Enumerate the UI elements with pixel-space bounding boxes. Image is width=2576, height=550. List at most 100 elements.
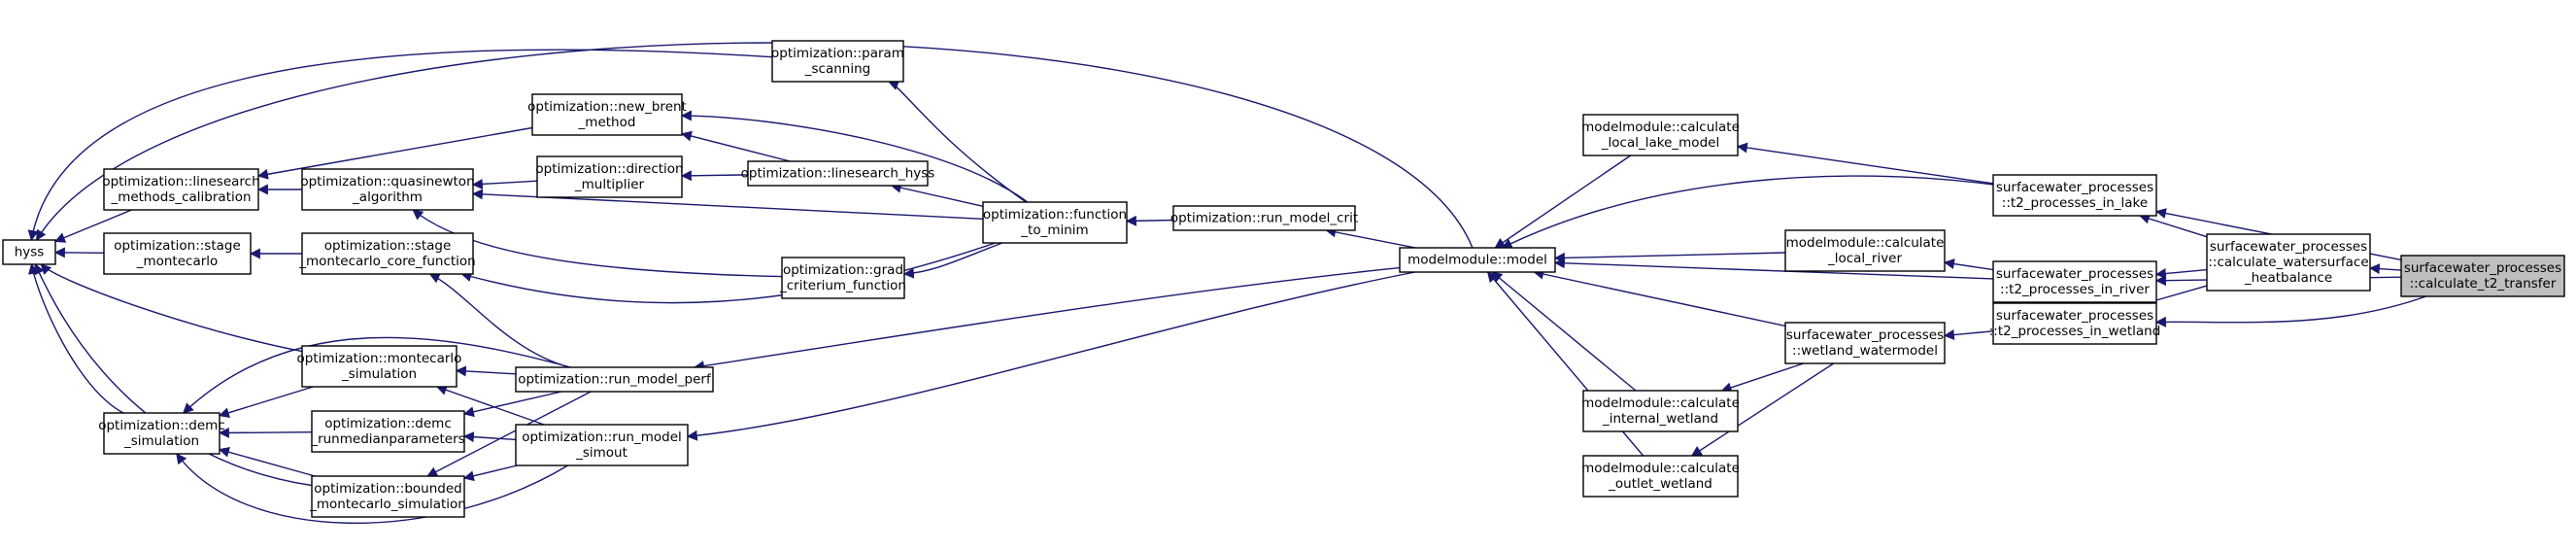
node-hyss[interactable]: hyss bbox=[2, 239, 56, 265]
node-t2_river[interactable]: surfacewater_processes::t2_processes_in_… bbox=[1992, 260, 2157, 303]
node-run_perf[interactable]: optimization::run_model_perf bbox=[515, 366, 714, 393]
edge-run_perf-to-demc_run bbox=[462, 391, 562, 418]
node-label: ::calculate_t2_transfer bbox=[2410, 276, 2557, 292]
node-box bbox=[515, 366, 714, 393]
node-label: _scanning bbox=[804, 61, 870, 77]
edge-model-to-run_perf bbox=[694, 266, 1401, 371]
edge-calc_int_wetland-to-model bbox=[1491, 271, 1637, 392]
node-label: _simout bbox=[575, 445, 627, 461]
edge-demc_sim-to-hyss bbox=[28, 262, 124, 414]
edge-wetland_wm-to-calc_int_wetland bbox=[1720, 362, 1805, 394]
node-box bbox=[747, 160, 929, 187]
node-demc_run[interactable]: optimization::demc_runmedianparameters bbox=[310, 410, 465, 453]
edge-t2_lake-to-model bbox=[1501, 175, 1994, 249]
node-label: _outlet_wetland bbox=[1608, 476, 1712, 492]
node-direction[interactable]: optimization::direction_multiplier bbox=[535, 155, 684, 198]
edge-new_brent-to-ls_calib bbox=[256, 126, 533, 180]
node-model[interactable]: modelmodule::model bbox=[1399, 247, 1556, 273]
node-label: _heatbalance bbox=[2244, 270, 2332, 286]
edge-t2_wetland-to-wetland_wm bbox=[1943, 329, 1994, 340]
edge-t2_river-to-calc_river bbox=[1943, 258, 1994, 271]
edge-run_simout-to-mc_sim bbox=[435, 385, 545, 426]
node-ls_hyss[interactable]: optimization::linesearch_hyss bbox=[741, 160, 935, 187]
node-run_crit[interactable]: optimization::run_model_crit bbox=[1170, 205, 1358, 231]
node-label: surfacewater_processes bbox=[1996, 180, 2153, 195]
node-heatbalance[interactable]: surfacewater_processes::calculate_waters… bbox=[2206, 233, 2371, 292]
node-label: _method bbox=[578, 115, 636, 130]
node-calc_river[interactable]: modelmodule::calculate_local_river bbox=[1784, 229, 1946, 272]
node-label: ::t2_processes_in_lake bbox=[2002, 195, 2148, 211]
node-quasinewton[interactable]: optimization::quasinewton_algorithm bbox=[300, 168, 475, 211]
edge-run_simout-to-demc_run bbox=[462, 431, 517, 443]
edge-layer bbox=[27, 42, 2426, 524]
node-label: ::t2_processes_in_river bbox=[2000, 282, 2150, 297]
node-label: _criterium_function bbox=[779, 278, 906, 293]
node-label: ::wetland_watermodel bbox=[1792, 343, 1938, 359]
node-label: _montecarlo_core_function bbox=[298, 254, 475, 269]
node-box bbox=[2206, 233, 2371, 292]
node-label: optimization::montecarlo bbox=[297, 351, 462, 366]
node-run_simout[interactable]: optimization::run_model_simout bbox=[515, 424, 689, 466]
node-wetland_wm[interactable]: surfacewater_processes::wetland_watermod… bbox=[1784, 322, 1946, 364]
node-param_scan[interactable]: optimization::param_scanning bbox=[771, 40, 904, 83]
node-mc_sim[interactable]: optimization::montecarlo_simulation bbox=[297, 345, 462, 388]
edge-t2_river-to-model bbox=[1553, 258, 1994, 280]
node-new_brent[interactable]: optimization::new_brent_method bbox=[527, 93, 687, 136]
edge-mc_sim-to-demc_sim bbox=[218, 386, 314, 419]
node-layer: hyss optimization::linesearch_methods_cal… bbox=[2, 40, 2565, 518]
node-demc_sim[interactable]: optimization::demc_simulation bbox=[98, 412, 225, 455]
node-grad[interactable]: optimization::grad_criterium_function bbox=[779, 257, 906, 299]
node-label: optimization::linesearch_hyss bbox=[741, 166, 935, 182]
node-calc_int_wetland[interactable]: modelmodule::calculate_internal_wetland bbox=[1581, 390, 1740, 432]
node-label: modelmodule::calculate bbox=[1581, 461, 1740, 476]
node-box bbox=[1992, 174, 2157, 217]
node-box bbox=[982, 201, 1128, 244]
node-stage_mc[interactable]: optimization::stage_montecarlo bbox=[103, 232, 252, 275]
node-label: _local_lake_model bbox=[1601, 135, 1719, 151]
edge-ls_hyss-to-new_brent bbox=[680, 130, 791, 162]
node-t2_lake[interactable]: surfacewater_processes::t2_processes_in_… bbox=[1992, 174, 2157, 217]
node-calc_out_wetland[interactable]: modelmodule::calculate_outlet_wetland bbox=[1581, 455, 1740, 498]
node-box bbox=[1582, 455, 1739, 498]
edge-root-to-heatbalance bbox=[2368, 263, 2402, 275]
node-t2_wetland[interactable]: surfacewater_processes::t2_processes_in_… bbox=[1989, 302, 2161, 345]
edge-run_perf-to-bounded bbox=[426, 391, 592, 477]
node-box bbox=[1399, 247, 1556, 273]
node-label: optimization::demc bbox=[324, 416, 452, 431]
edge-heatbalance-to-t2_lake bbox=[2138, 213, 2208, 238]
node-label: optimization::demc bbox=[98, 418, 225, 433]
node-label: optimization::new_brent bbox=[527, 99, 687, 115]
node-box bbox=[536, 155, 683, 198]
node-label: modelmodule::calculate bbox=[1786, 235, 1945, 251]
node-box bbox=[311, 475, 465, 518]
node-func_minim[interactable]: optimization::function_to_minim bbox=[982, 201, 1128, 244]
edge-run_perf-to-demc_sim bbox=[182, 336, 571, 414]
edge-direction-to-quasinewton bbox=[471, 178, 538, 189]
node-box bbox=[2, 239, 56, 265]
node-stage_mc_core[interactable]: optimization::stage_montecarlo_core_func… bbox=[298, 232, 476, 275]
node-root[interactable]: surfacewater_processes::calculate_t2_tra… bbox=[2400, 255, 2565, 297]
node-label: optimization::run_model_crit bbox=[1170, 211, 1358, 226]
edge-t2_lake-to-calc_lake bbox=[1736, 142, 1994, 185]
node-label: surfacewater_processes bbox=[2404, 260, 2561, 276]
edge-wetland_wm-to-model bbox=[1533, 268, 1786, 327]
node-ls_calib[interactable]: optimization::linesearch_methods_calibra… bbox=[102, 168, 260, 211]
node-box bbox=[1784, 322, 1946, 364]
node-label: optimization::direction bbox=[535, 161, 683, 177]
node-box bbox=[103, 412, 220, 455]
edge-run_crit-to-func_minim bbox=[1125, 215, 1174, 226]
edge-calc_river-to-model bbox=[1553, 252, 1786, 263]
edge-func_minim-to-grad bbox=[902, 242, 1002, 279]
node-label: optimization::linesearch bbox=[102, 174, 259, 189]
node-label: modelmodule::model bbox=[1407, 253, 1547, 268]
edge-bounded-to-demc_sim bbox=[218, 446, 316, 477]
node-bounded[interactable]: optimization::bounded_montecarlo_simulat… bbox=[309, 475, 466, 518]
node-calc_lake[interactable]: modelmodule::calculate_local_lake_model bbox=[1581, 114, 1740, 156]
node-box bbox=[103, 232, 252, 275]
edge-ls_calib-to-hyss bbox=[53, 209, 132, 243]
node-label: optimization::quasinewton bbox=[300, 174, 474, 189]
node-label: modelmodule::calculate bbox=[1581, 120, 1740, 135]
node-label: _simulation bbox=[123, 433, 199, 449]
node-label: surfacewater_processes bbox=[1786, 327, 1944, 343]
edge-demc_run-to-demc_sim bbox=[218, 427, 313, 438]
